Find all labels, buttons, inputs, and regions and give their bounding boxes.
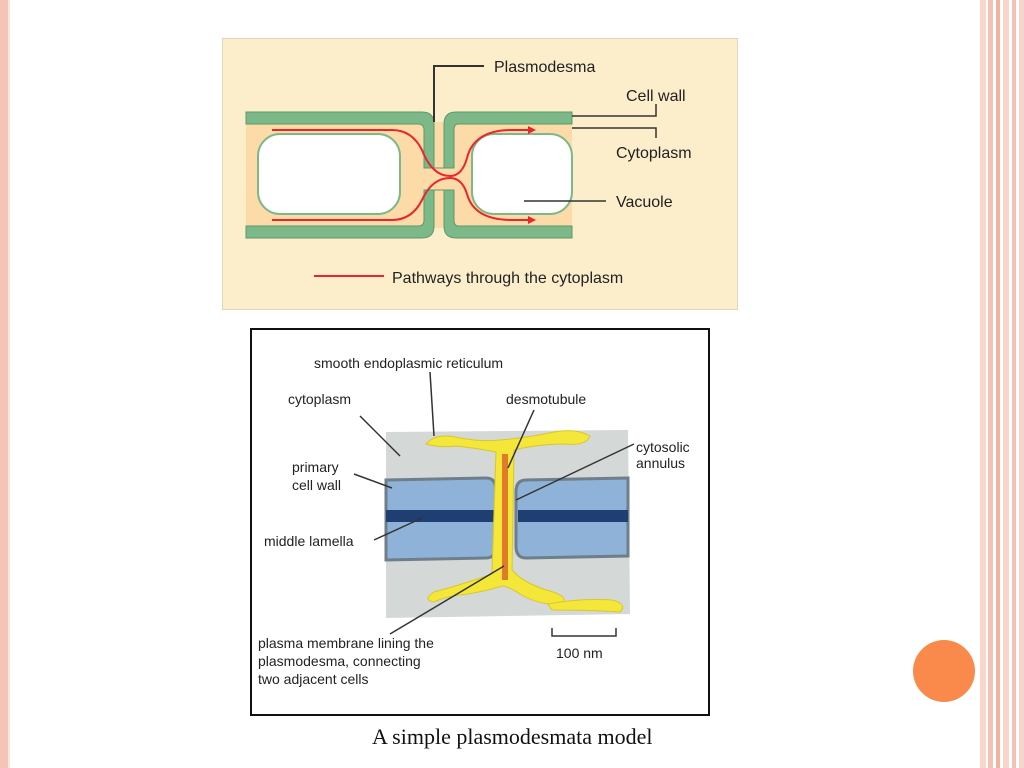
upper-pathway <box>272 129 532 178</box>
label-cell-wall: cell wall <box>292 477 341 493</box>
right-middle-lamella <box>518 510 628 522</box>
lower-pathway-arrow <box>528 216 536 224</box>
label-smooth-er: smooth endoplasmic reticulum <box>314 355 503 371</box>
scale-bar <box>551 628 617 637</box>
er-fragment <box>547 599 624 613</box>
label-plasma-membrane-line1: plasma membrane lining the <box>258 635 434 651</box>
label-plasmodesma: Plasmodesma <box>494 59 595 76</box>
label-plasma-membrane-line2: plasmodesma, connecting <box>258 653 421 669</box>
figure-caption: A simple plasmodesmata model <box>372 724 653 749</box>
desmotubule <box>502 454 508 580</box>
label-middle-lamella: middle lamella <box>264 533 354 549</box>
cytosolic-annulus-leader <box>515 443 635 501</box>
right-border-stripes <box>980 0 1024 768</box>
right-vacuole <box>471 133 573 215</box>
plasmodesma-leader <box>433 65 484 122</box>
left-middle-lamella <box>386 510 494 522</box>
label-cell-wall: Cell wall <box>626 88 686 105</box>
primary-cell-wall-leader <box>353 473 393 489</box>
left-border-stripe <box>0 0 8 768</box>
left-vacuole <box>257 133 401 215</box>
plasmodesma-diagram: Plasmodesma Cell wall Cytoplasm Vacuole … <box>222 38 738 310</box>
cytoplasm-leader <box>572 127 657 138</box>
label-vacuole: Vacuole <box>616 194 673 211</box>
label-primary: primary <box>292 459 339 475</box>
middle-lamella-leader <box>373 517 423 541</box>
lower-pathway <box>272 176 532 221</box>
left-border-line <box>8 0 10 768</box>
lower-cell-wall <box>245 189 573 239</box>
plasma-membrane-leader <box>389 565 505 635</box>
desmotubule-leader <box>507 409 535 469</box>
label-desmotubule: desmotubule <box>506 391 586 407</box>
cytoplasm-leader <box>359 415 401 457</box>
label-cytoplasm: cytoplasm <box>288 391 351 407</box>
label-cytoplasm: Cytoplasm <box>616 145 692 162</box>
label-legend: Pathways through the cytoplasm <box>392 270 623 287</box>
cell-wall-leader <box>572 104 657 117</box>
label-cytosolic: cytosolic <box>636 439 690 455</box>
plasmodesmata-model-diagram: smooth endoplasmic reticulum cytoplasm d… <box>250 328 710 716</box>
smooth-er-leader <box>429 371 435 437</box>
label-plasma-membrane-line3: two adjacent cells <box>258 671 369 687</box>
decorative-orange-circle <box>913 640 975 702</box>
label-annulus: annulus <box>636 455 685 471</box>
upper-pathway-arrow <box>528 126 536 134</box>
label-scale: 100 nm <box>556 645 603 661</box>
